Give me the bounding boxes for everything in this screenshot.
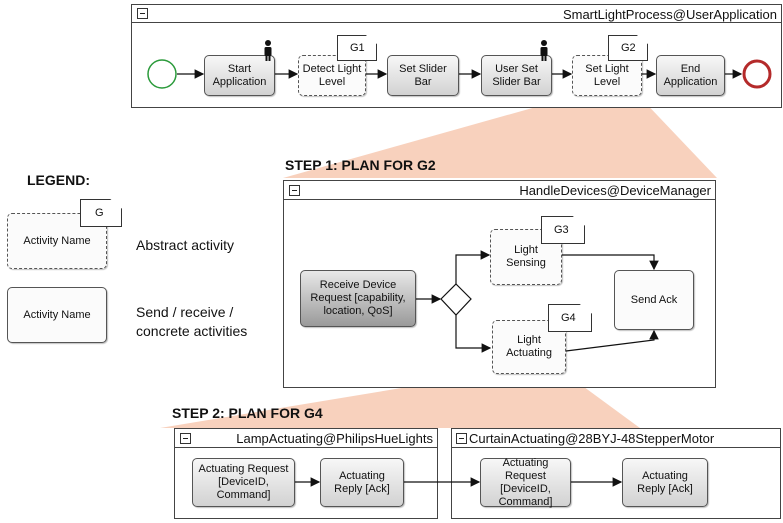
goal-note-g2: G2 bbox=[608, 35, 648, 61]
task-set-light-level[interactable]: Set Light Level bbox=[572, 55, 642, 96]
collapse-icon[interactable] bbox=[137, 8, 148, 19]
user-icon bbox=[264, 40, 272, 61]
task-end-application[interactable]: End Application bbox=[656, 55, 725, 96]
task-receive-device-request[interactable]: Receive Device Request [capability, loca… bbox=[300, 270, 416, 327]
step2-heading: STEP 2: PLAN FOR G4 bbox=[172, 405, 323, 421]
collapse-icon[interactable] bbox=[289, 185, 300, 196]
collapse-icon[interactable] bbox=[456, 433, 467, 444]
pool-header-divider bbox=[131, 22, 782, 23]
pool-header-divider bbox=[283, 199, 716, 200]
goal-note-g3: G3 bbox=[541, 216, 585, 244]
pool-header-divider bbox=[174, 447, 438, 448]
task-curtain-actuating-reply[interactable]: Actuating Reply [Ack] bbox=[622, 458, 708, 507]
pool-header-divider bbox=[451, 447, 781, 448]
end-event bbox=[742, 59, 772, 89]
task-lamp-actuating-reply[interactable]: Actuating Reply [Ack] bbox=[320, 458, 404, 507]
legend-abstract-box: Activity Name bbox=[7, 213, 107, 269]
collapse-icon[interactable] bbox=[180, 433, 191, 444]
user-icon bbox=[540, 40, 548, 61]
pool-title: LampActuating@PhilipsHueLights bbox=[236, 431, 433, 446]
legend-heading: LEGEND: bbox=[27, 172, 90, 188]
task-set-slider-bar[interactable]: Set Slider Bar bbox=[387, 55, 459, 96]
legend-concrete-box: Activity Name bbox=[7, 287, 107, 343]
task-detect-light-level[interactable]: Detect Light Level bbox=[298, 55, 366, 96]
step1-heading: STEP 1: PLAN FOR G2 bbox=[285, 157, 436, 173]
pool-title: HandleDevices@DeviceManager bbox=[519, 183, 711, 198]
goal-note-g1: G1 bbox=[337, 35, 377, 61]
task-user-set-slider-bar[interactable]: User Set Slider Bar bbox=[481, 55, 552, 96]
legend-abstract-desc: Abstract activity bbox=[136, 237, 235, 253]
pool-title: CurtainActuating@28BYJ-48StepperMotor bbox=[469, 431, 715, 446]
gateway-diamond bbox=[440, 283, 472, 316]
task-curtain-actuating-request[interactable]: Actuating Request [DeviceID, Command] bbox=[480, 457, 571, 508]
start-event bbox=[147, 59, 177, 89]
task-send-ack[interactable]: Send Ack bbox=[614, 270, 694, 330]
task-lamp-actuating-request[interactable]: Actuating Request [DeviceID, Command] bbox=[192, 458, 295, 507]
task-start-application[interactable]: Start Application bbox=[204, 55, 275, 96]
legend-concrete-desc: Send / receive / concrete activities bbox=[136, 304, 248, 339]
goal-note-g4: G4 bbox=[548, 304, 592, 332]
pool-title: SmartLightProcess@UserApplication bbox=[562, 7, 777, 22]
legend-goal-note: G bbox=[80, 199, 122, 227]
